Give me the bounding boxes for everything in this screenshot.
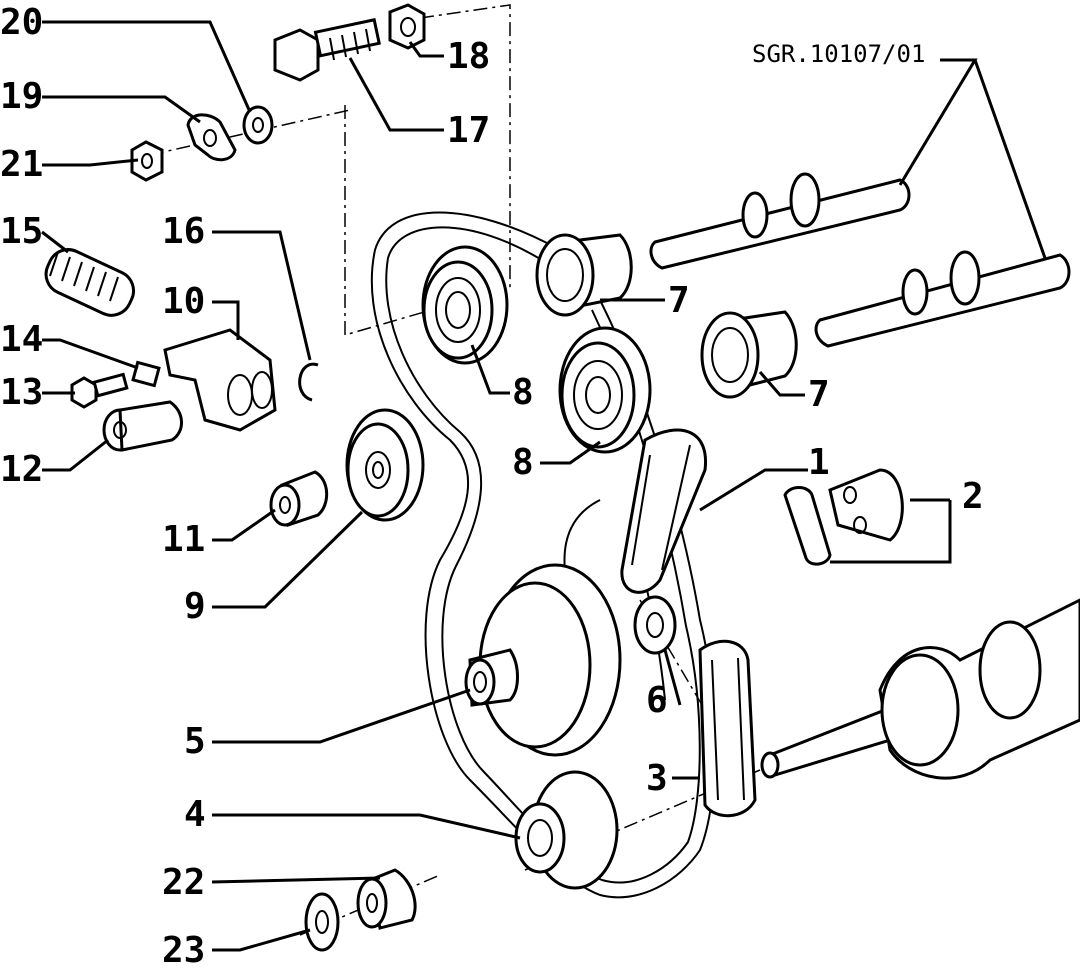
screw-13 bbox=[70, 372, 129, 409]
chain-link-set-2 bbox=[783, 468, 904, 566]
nut-21 bbox=[130, 140, 164, 182]
callout-17: 17 bbox=[447, 110, 490, 151]
callout-labels: 20 19 21 15 16 10 14 13 12 11 9 18 17 7 … bbox=[0, 2, 984, 971]
callout-19: 19 bbox=[0, 76, 43, 117]
bolt-17 bbox=[273, 18, 381, 82]
washer-23 bbox=[304, 892, 340, 952]
leader-lines bbox=[41, 20, 1047, 952]
washer-20 bbox=[242, 105, 274, 145]
lock-plate-19 bbox=[186, 113, 237, 162]
callout-10: 10 bbox=[162, 281, 205, 322]
callout-1: 1 bbox=[808, 442, 830, 483]
nut-18 bbox=[388, 3, 426, 50]
callout-5: 5 bbox=[184, 721, 206, 762]
callout-23: 23 bbox=[162, 930, 205, 971]
callout-8-upper: 8 bbox=[512, 372, 534, 413]
camshaft-sprocket-8-lower bbox=[558, 326, 652, 454]
callout-7-lower: 7 bbox=[808, 374, 830, 415]
pin-12 bbox=[102, 400, 183, 452]
callout-9: 9 bbox=[184, 586, 206, 627]
spring-15 bbox=[44, 248, 136, 317]
callout-16: 16 bbox=[162, 211, 205, 252]
camshaft-upper bbox=[649, 172, 911, 270]
chain-3 bbox=[698, 639, 757, 818]
callout-18: 18 bbox=[447, 36, 490, 77]
callout-20: 20 bbox=[0, 2, 43, 43]
idler-sprocket-9 bbox=[345, 408, 425, 522]
chain-1 bbox=[620, 428, 708, 594]
callout-4: 4 bbox=[184, 794, 206, 835]
callout-3: 3 bbox=[646, 758, 668, 799]
callout-6: 6 bbox=[646, 680, 668, 721]
bushing-11 bbox=[269, 470, 329, 527]
drive-gear-22 bbox=[356, 868, 417, 930]
callout-2: 2 bbox=[962, 476, 984, 517]
callout-13: 13 bbox=[0, 372, 43, 413]
callout-8-lower: 8 bbox=[512, 442, 534, 483]
nut-6 bbox=[633, 595, 677, 655]
tensioner-body-10 bbox=[163, 328, 277, 432]
callout-7-upper: 7 bbox=[668, 280, 690, 321]
callout-15: 15 bbox=[0, 211, 43, 252]
crankshaft bbox=[760, 598, 1080, 780]
callout-21: 21 bbox=[0, 144, 43, 185]
camshaft-hub-7-upper bbox=[535, 233, 633, 317]
plate-14 bbox=[131, 360, 161, 388]
crank-sprocket-4 bbox=[514, 770, 619, 890]
callout-22: 22 bbox=[162, 862, 205, 903]
reference-code: SGR.10107/01 bbox=[752, 40, 925, 68]
camshaft-sprocket-8-upper bbox=[421, 245, 509, 365]
callout-11: 11 bbox=[162, 519, 205, 560]
intermediate-sprocket-5 bbox=[464, 563, 622, 757]
circlip-16 bbox=[298, 362, 319, 402]
callout-12: 12 bbox=[0, 449, 43, 490]
camshaft-lower bbox=[814, 250, 1071, 348]
chain-guide-outer bbox=[370, 211, 716, 899]
callout-14: 14 bbox=[0, 319, 43, 360]
camshaft-hub-7-lower bbox=[700, 310, 798, 399]
